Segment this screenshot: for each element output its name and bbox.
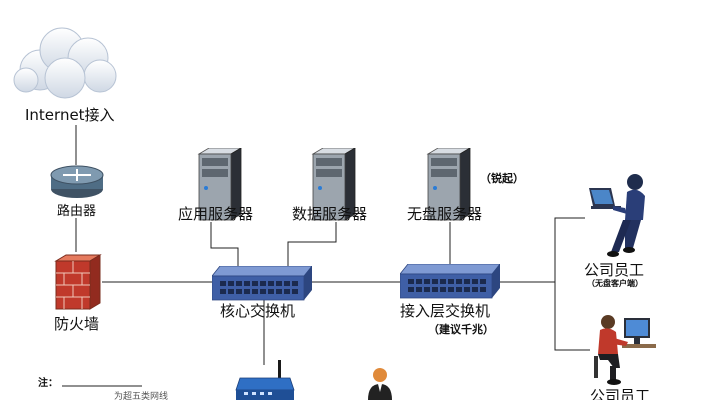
cable-data-server-core	[287, 222, 337, 268]
diskless-server-icon	[422, 147, 474, 222]
employee-desktop-icon	[588, 312, 660, 388]
firewall-label: 防火墙	[54, 315, 100, 333]
firewall-icon	[52, 253, 102, 311]
wireless-router-icon	[234, 360, 296, 400]
cable-access-employee-1	[498, 217, 585, 283]
internet-cloud	[10, 20, 120, 102]
access-switch-note: （建议千兆）	[428, 323, 494, 336]
router-icon	[49, 165, 105, 199]
access-switch-label: 接入层交换机	[400, 302, 491, 320]
employee-2-label: 公司员工	[590, 387, 651, 400]
employee-laptop-icon	[585, 172, 657, 260]
core-switch-icon	[211, 265, 313, 302]
internet-label: Internet接入	[25, 106, 115, 124]
cable-access-employee-2	[554, 282, 590, 351]
admin-person-icon	[364, 366, 396, 400]
legend-title: 注：	[38, 378, 58, 389]
app-server-icon	[193, 147, 245, 222]
router-label: 路由器	[57, 204, 97, 219]
app-server-label: 应用服务器	[178, 205, 254, 223]
employee-1-label: 公司员工	[584, 261, 645, 279]
core-switch-label: 核心交换机	[220, 302, 296, 320]
data-server-icon	[307, 147, 359, 222]
diskless-server-note: （锐起）	[480, 172, 524, 185]
employee-1-note: （无盘客户端）	[587, 279, 643, 288]
data-server-label: 数据服务器	[292, 205, 368, 223]
access-switch-icon	[399, 263, 501, 300]
cable-app-server-core	[210, 222, 239, 268]
diskless-server-label: 无盘服务器	[407, 205, 483, 223]
legend-cable-label: 为超五类网线	[114, 392, 169, 400]
